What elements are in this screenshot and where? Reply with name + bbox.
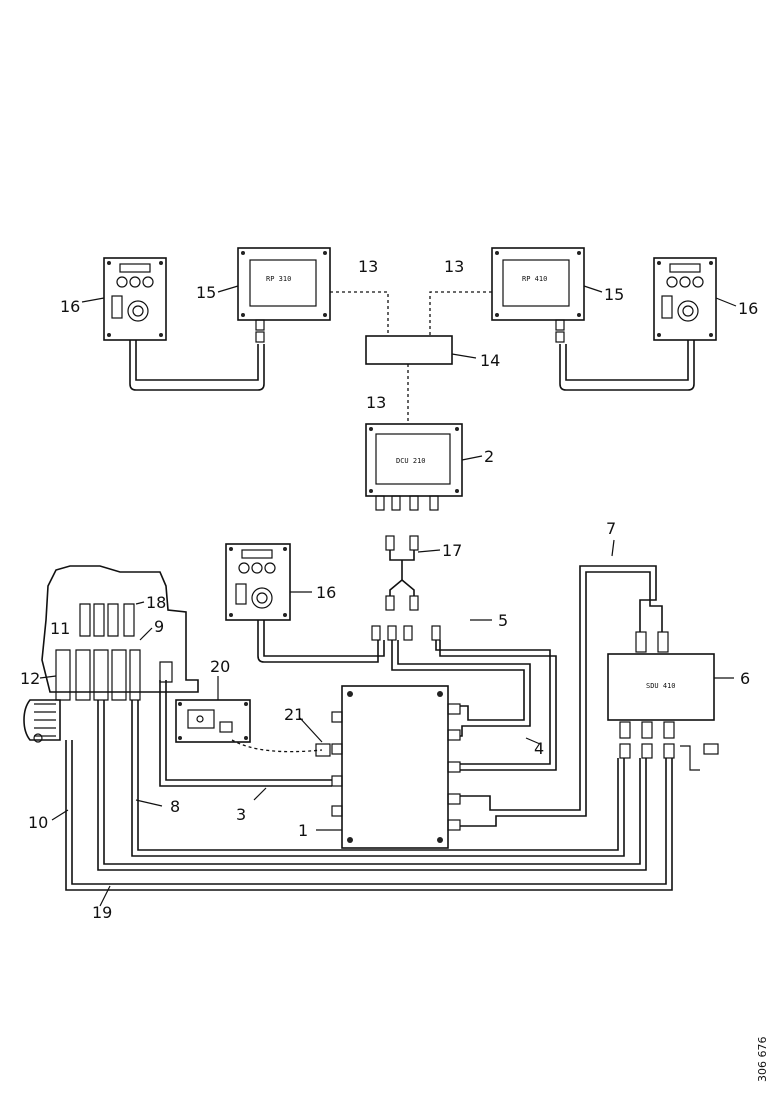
control-panel-middle — [225, 543, 291, 621]
connectors-above-main — [371, 625, 441, 641]
junction-box-14 — [365, 335, 453, 365]
label-13-left: 13 — [358, 257, 378, 276]
label-20: 20 — [210, 657, 230, 676]
label-5: 5 — [498, 611, 508, 630]
cables-top-panels — [129, 340, 695, 391]
module-6-text: SDU 410 — [646, 682, 676, 690]
main-control-unit — [331, 685, 461, 849]
document-number: 306 676 — [756, 1037, 769, 1083]
engine-assembly — [23, 565, 199, 743]
label-16-middle: 16 — [316, 583, 336, 602]
label-12: 12 — [20, 669, 40, 688]
cable-runs — [65, 565, 673, 891]
leader-lines — [39, 285, 737, 907]
label-15-right: 15 — [604, 285, 624, 304]
label-16-top-right: 16 — [738, 299, 758, 318]
module-6 — [607, 631, 719, 771]
label-1: 1 — [298, 821, 308, 840]
label-15-left: 15 — [196, 283, 216, 302]
label-17: 17 — [442, 541, 462, 560]
reference-labels: 16 15 13 13 15 16 14 13 2 17 7 16 18 9 1… — [20, 257, 758, 922]
control-panel-top-left — [103, 257, 167, 341]
central-display-screen-text: DCU 210 — [396, 457, 426, 465]
label-18: 18 — [146, 593, 166, 612]
device-20 — [175, 699, 323, 753]
label-4: 4 — [534, 739, 544, 758]
label-6: 6 — [740, 669, 750, 688]
control-panel-top-right — [653, 257, 717, 341]
label-2: 2 — [484, 447, 494, 466]
label-3: 3 — [236, 805, 246, 824]
label-13-center: 13 — [366, 393, 386, 412]
label-8: 8 — [170, 797, 180, 816]
label-16-top-left: 16 — [60, 297, 80, 316]
display-left-screen-text: RP 310 — [266, 275, 291, 283]
label-10: 10 — [28, 813, 48, 832]
display-left — [237, 247, 331, 343]
display-right — [491, 247, 585, 343]
display-right-screen-text: RP 410 — [522, 275, 547, 283]
label-9: 9 — [154, 617, 164, 636]
connector-21 — [315, 743, 331, 757]
label-7: 7 — [606, 519, 616, 538]
y-adapter-17 — [385, 535, 419, 611]
central-display-unit — [365, 423, 463, 511]
label-14: 14 — [480, 351, 500, 370]
label-21: 21 — [284, 705, 304, 724]
label-11: 11 — [50, 619, 70, 638]
label-13-right: 13 — [444, 257, 464, 276]
label-19: 19 — [92, 903, 112, 922]
network-lines-13 — [330, 291, 492, 424]
